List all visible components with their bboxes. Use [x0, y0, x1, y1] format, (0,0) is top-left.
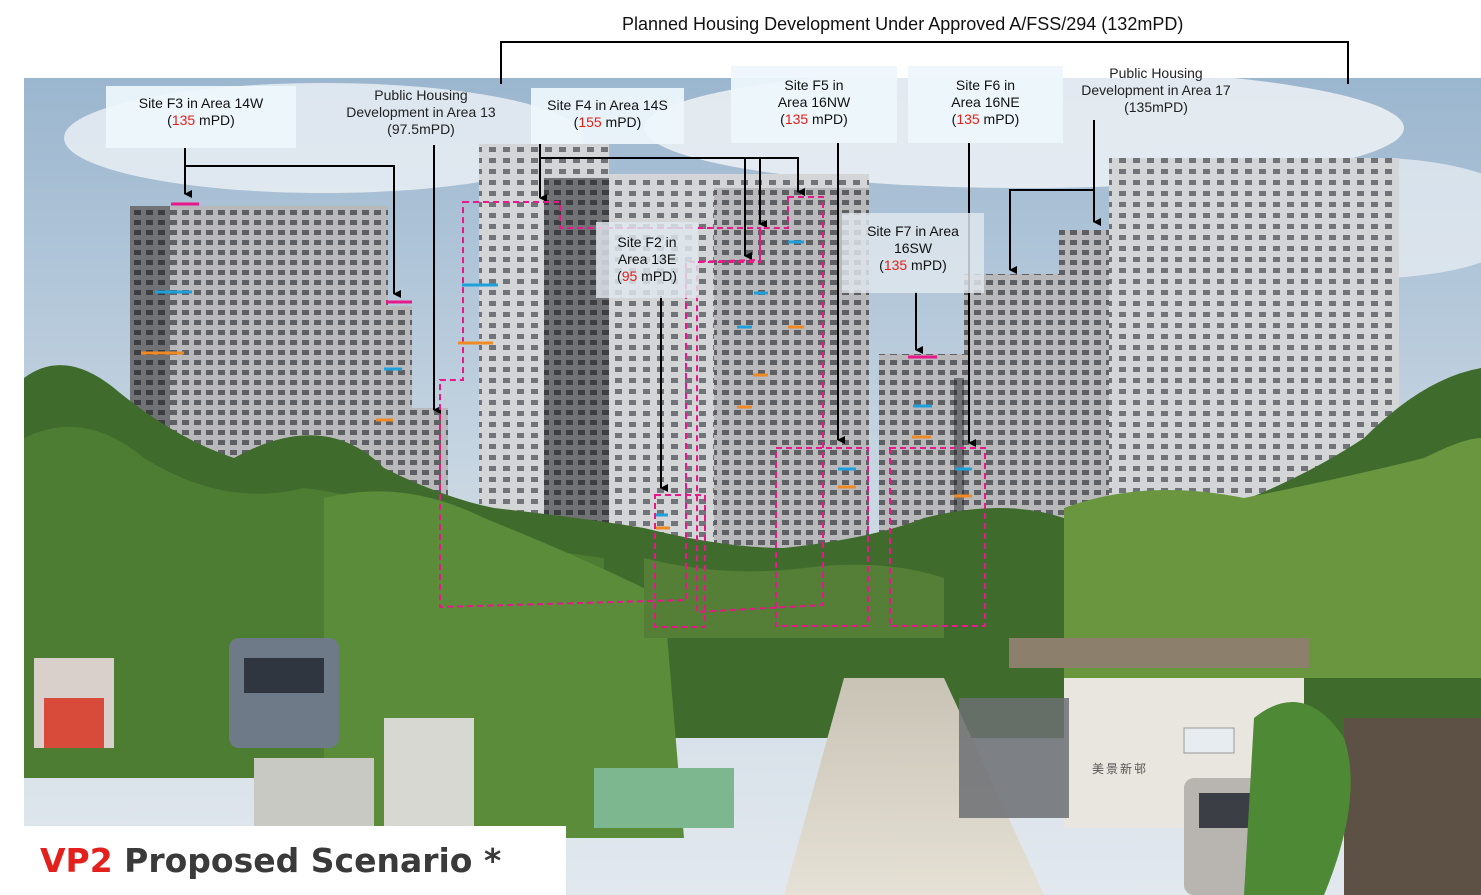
outline-f2 — [654, 494, 706, 628]
label-area13-line1: Public Housing — [374, 87, 468, 103]
label-f4-name: Site F4 in Area 14S — [547, 97, 668, 113]
arrow-f4-b — [540, 157, 805, 196]
outline-f6-f7 — [889, 447, 986, 627]
label-area17-height: (135mPD) — [1124, 99, 1188, 115]
scenario-label: Proposed Scenario * — [112, 841, 502, 880]
label-f7-line1: Site F7 in Area — [867, 223, 959, 239]
signboard-text: 美景新邨 — [1092, 762, 1149, 776]
label-area13-height: (97.5mPD) — [387, 121, 455, 137]
label-public-housing-area13: Public Housing Development in Area 13 (9… — [328, 86, 514, 146]
label-area17-line1: Public Housing — [1109, 65, 1203, 81]
label-f3-height: 135 — [171, 112, 196, 128]
outline-f5 — [775, 447, 869, 627]
outline-f4 — [439, 201, 761, 609]
label-f6-height: 135 — [956, 111, 980, 127]
label-f6-unit: mPD) — [979, 111, 1020, 127]
label-f7-line2: 16SW — [893, 240, 933, 256]
development-bracket — [500, 41, 1349, 84]
label-f4-unit: mPD) — [601, 114, 642, 130]
label-f5-height: 135 — [784, 111, 809, 127]
development-title: Planned Housing Development Under Approv… — [622, 14, 1184, 34]
label-f2-line2: Area 13E — [617, 251, 677, 267]
label-site-f5: Site F5 in Area 16NW (135 mPD) — [731, 66, 897, 143]
label-area13-line2: Development in Area 13 — [346, 104, 496, 120]
label-area17-line2: Development in Area 17 — [1081, 82, 1231, 98]
label-f2-line1: Site F2 in — [617, 234, 677, 250]
viewpoint-label: VP2 — [40, 841, 113, 880]
arrow-f3-tower-2 — [185, 165, 401, 298]
arrow-area17-b — [1009, 189, 1094, 274]
label-public-housing-area17: Public Housing Development in Area 17 (1… — [1066, 65, 1246, 121]
scenario-caption: VP2 Proposed Scenario * — [24, 826, 566, 895]
label-site-f2: Site F2 in Area 13E (95 mPD) — [596, 222, 698, 298]
label-site-f7: Site F7 in Area 16SW (135 mPD) — [842, 213, 984, 293]
label-f6-line2: Area 16NE — [951, 94, 1020, 110]
label-f3-unit: mPD) — [195, 112, 235, 128]
label-site-f3: Site F3 in Area 14W (135 mPD) — [106, 86, 296, 148]
label-f7-height: 135 — [883, 257, 908, 273]
label-site-f6: Site F6 in Area 16NE (135 mPD) — [908, 66, 1063, 143]
label-site-f4: Site F4 in Area 14S (155 mPD) — [531, 88, 684, 144]
label-f5-unit: mPD) — [808, 111, 848, 127]
label-f4-height: 155 — [578, 114, 602, 130]
outline-f4-f5 — [696, 196, 824, 614]
label-f5-line1: Site F5 in — [784, 77, 844, 93]
label-f3-name: Site F3 in Area 14W — [138, 95, 264, 111]
label-f7-unit: mPD) — [907, 257, 947, 273]
label-f6-line1: Site F6 in — [955, 77, 1016, 93]
label-f2-unit: mPD) — [637, 268, 677, 284]
label-f2-height: 95 — [621, 268, 638, 284]
label-f5-line2: Area 16NW — [777, 94, 851, 110]
